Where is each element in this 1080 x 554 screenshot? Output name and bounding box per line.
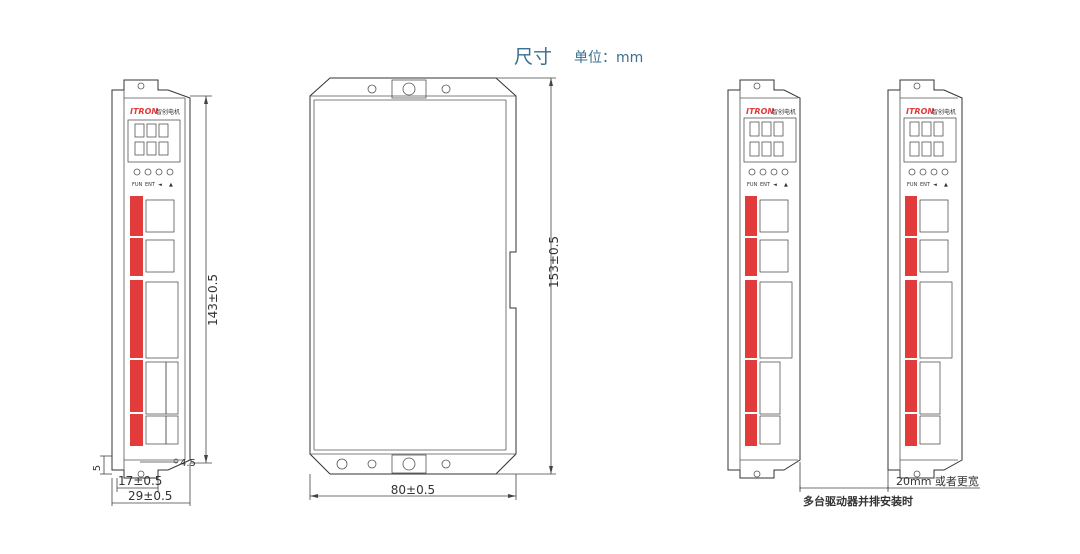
logo-cn-front: 智创电机 (156, 108, 180, 116)
unit-label: 单位：mm (574, 50, 644, 66)
btn-label-up-b: ▲ (944, 182, 948, 188)
spacing-annotation (799, 462, 980, 492)
dim-side-height: 153±0.5 (547, 236, 561, 288)
dim-side-width: 80±0.5 (391, 483, 435, 497)
btn-label-fun-a: FUN (747, 182, 758, 188)
parallel-install-note: 多台驱动器并排安装时 (803, 494, 913, 508)
parallel-driver-b (887, 79, 963, 479)
dim-front-height: 143±0.5 (206, 274, 220, 326)
btn-label-up-a: ▲ (784, 182, 788, 188)
btn-label-ent-b: ENT (920, 182, 931, 188)
front-dimensions (100, 95, 212, 506)
dim-front-mount-width: 17±0.5 (118, 474, 162, 488)
btn-label-fun-b: FUN (907, 182, 918, 188)
page-title: 尺寸 (514, 46, 553, 68)
btn-label-left-b: ◄ (933, 182, 937, 188)
logo-a: ITRON (746, 107, 774, 116)
logo-front: ITRON (130, 107, 158, 116)
side-view-driver (309, 77, 517, 475)
logo-b: ITRON (906, 107, 934, 116)
btn-label-ent: ENT (145, 182, 156, 188)
btn-label-left: ◄ (158, 182, 162, 188)
dim-front-hole: 4.5 (180, 458, 196, 469)
btn-label-up: ▲ (169, 182, 173, 188)
spacing-note: 20mm 或者更宽 (896, 474, 979, 488)
btn-label-left-a: ◄ (773, 182, 777, 188)
dim-front-offset: 5 (92, 465, 103, 471)
front-view-driver (111, 79, 191, 479)
logo-cn-b: 智创电机 (932, 108, 956, 116)
logo-cn-a: 智创电机 (772, 108, 796, 116)
btn-label-fun: FUN (132, 182, 143, 188)
parallel-driver-a (727, 79, 801, 479)
btn-label-ent-a: ENT (760, 182, 771, 188)
side-dimensions (309, 77, 556, 500)
dim-front-total-width: 29±0.5 (128, 489, 172, 503)
